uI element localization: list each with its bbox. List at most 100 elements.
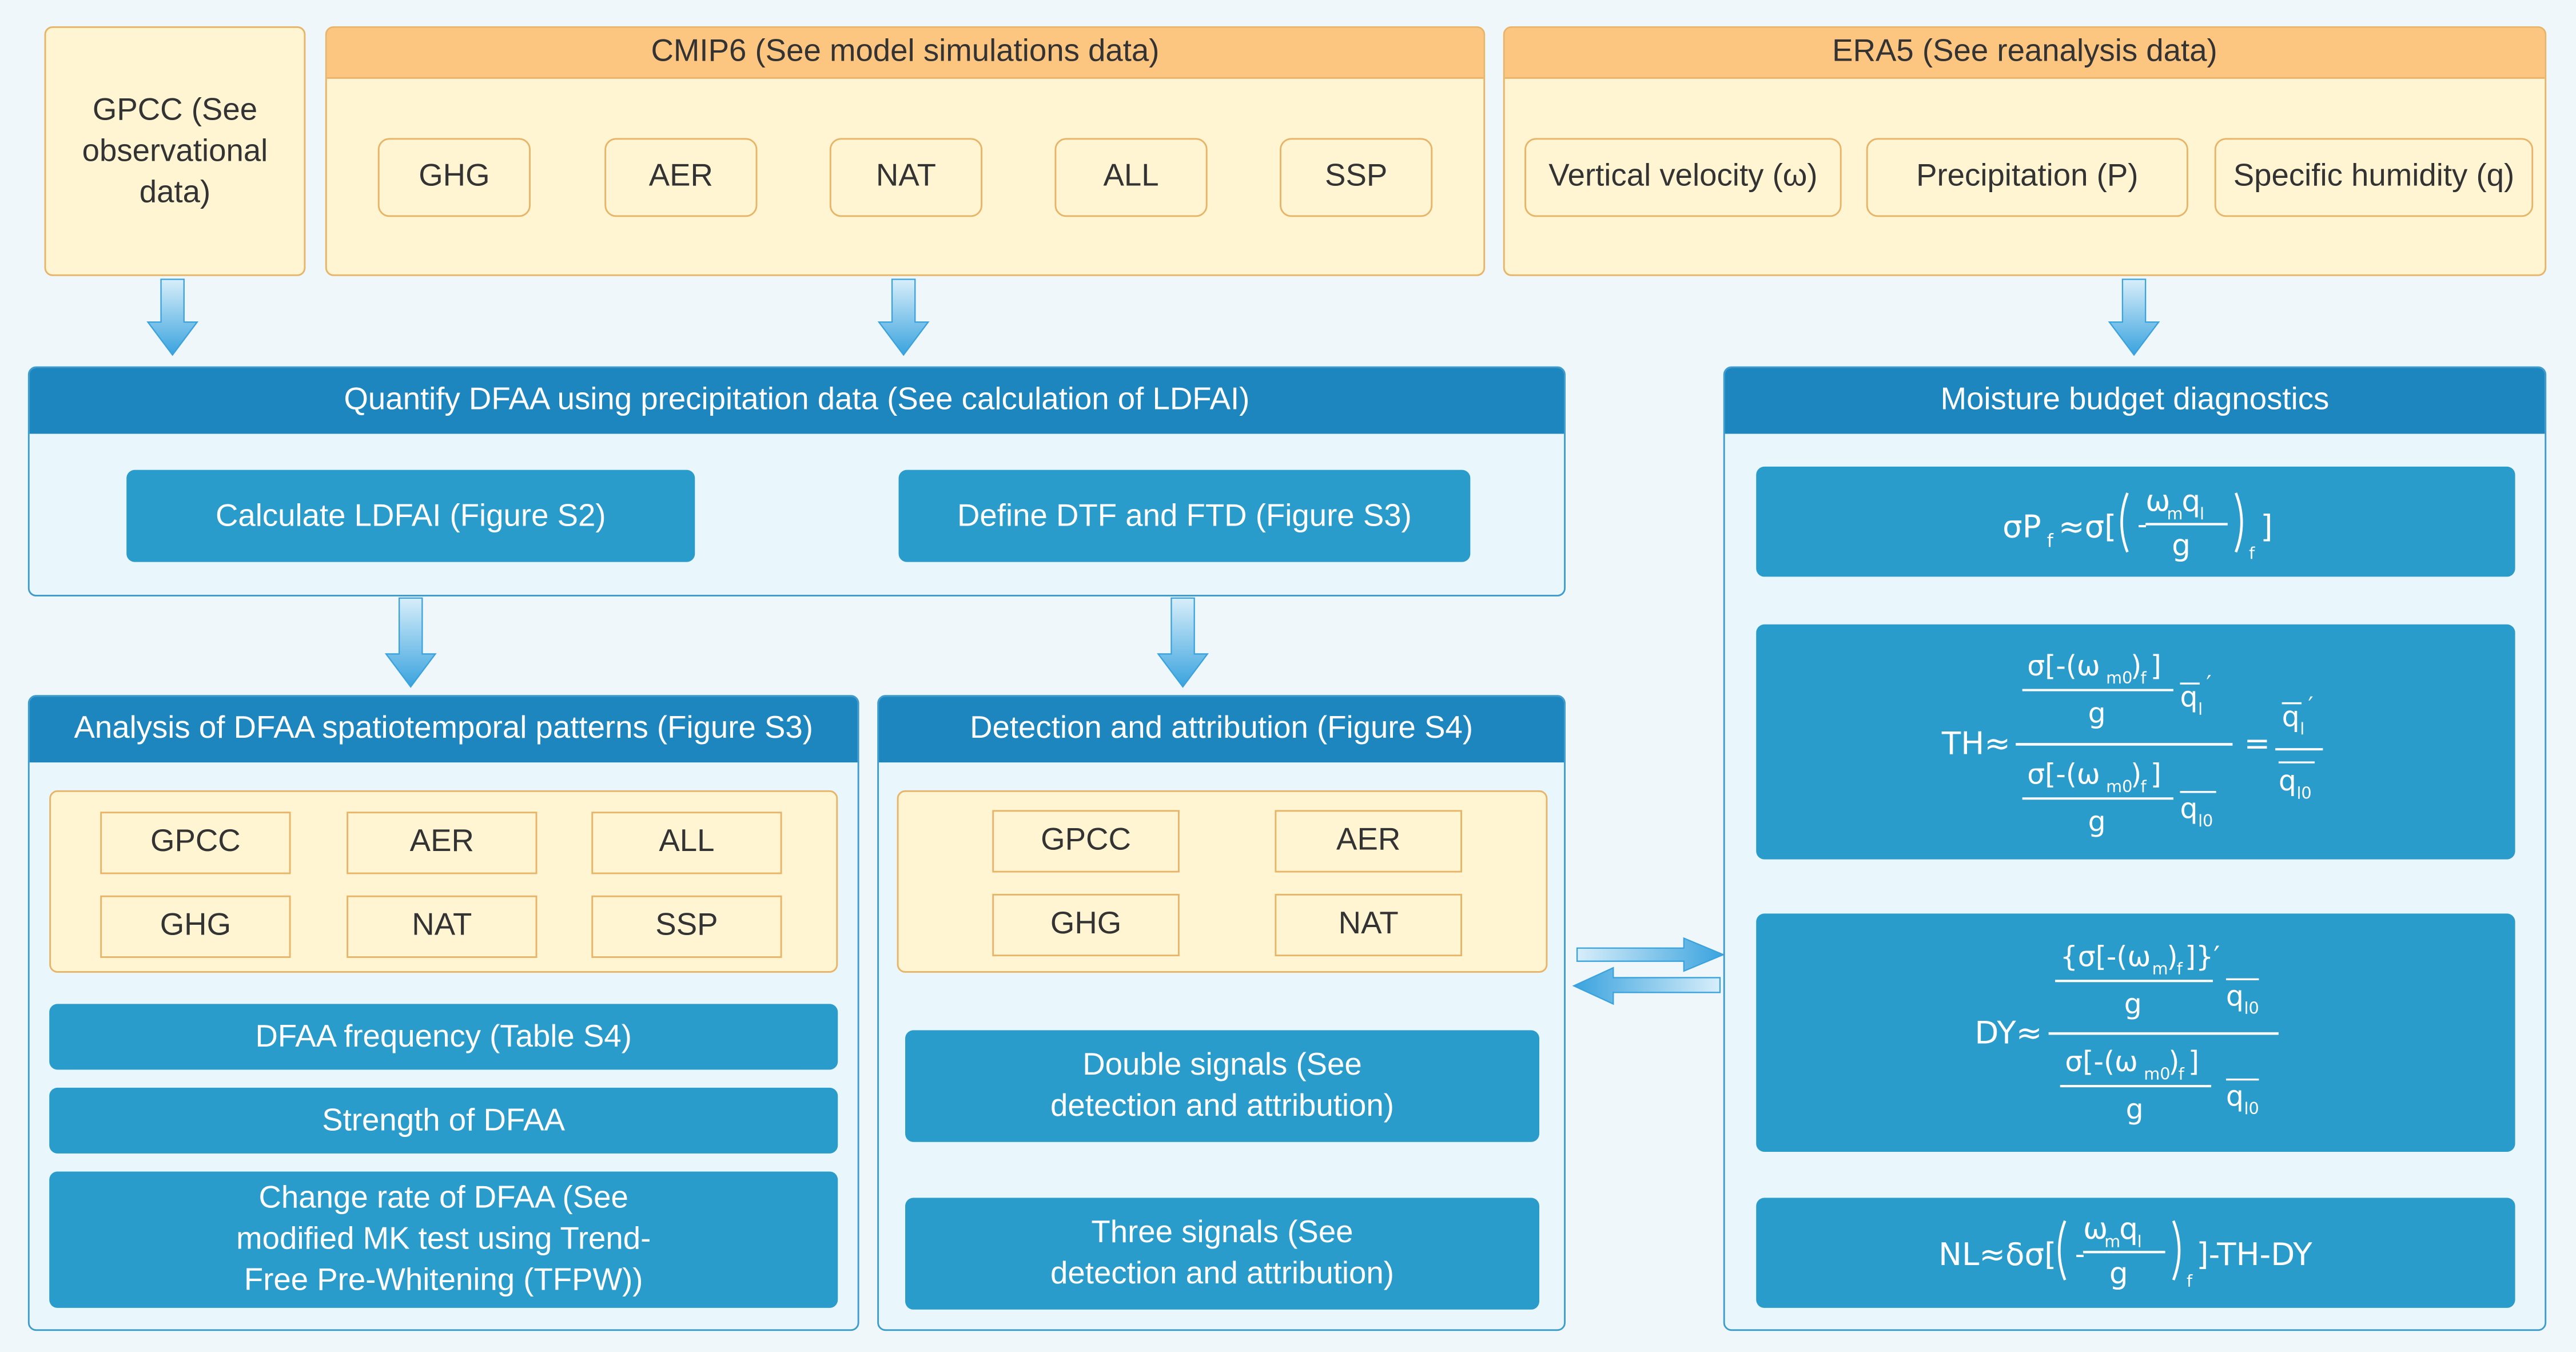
moisture-panel: Moisture budget diagnostics σP f ≈σ[ - ω… — [1723, 366, 2547, 1331]
svg-text:DY≈: DY≈ — [1974, 1014, 2042, 1051]
arrow-era5-down — [2108, 279, 2160, 356]
detection-grid-aer: AER — [1275, 810, 1462, 873]
detection-panel: Detection and attribution (Figure S4) GP… — [877, 695, 1566, 1331]
svg-text:q: q — [2226, 980, 2244, 1012]
quantify-title: Quantify DFAA using precipitation data (… — [29, 368, 1564, 434]
detection-grid-ghg: GHG — [992, 893, 1180, 957]
svg-text:]-TH-DY: ]-TH-DY — [2196, 1236, 2312, 1273]
svg-text:): ) — [2167, 940, 2177, 973]
svg-text:q: q — [2226, 1080, 2244, 1113]
svg-text:ω: ω — [2083, 1212, 2108, 1246]
svg-text:q: q — [2180, 793, 2197, 825]
svg-text:f: f — [2249, 543, 2255, 563]
svg-text:m0: m0 — [2144, 1064, 2170, 1084]
svg-text:l: l — [2198, 699, 2203, 719]
svg-text:f: f — [2047, 531, 2054, 552]
svg-text:m: m — [2167, 504, 2183, 523]
svg-text:): ) — [2131, 650, 2141, 682]
detection-title: Detection and attribution (Figure S4) — [879, 697, 1564, 763]
cmip6-item-all: ALL — [1054, 138, 1208, 217]
svg-text:g: g — [2088, 697, 2106, 730]
svg-text:=: = — [2244, 725, 2271, 762]
analysis-panel: Analysis of DFAA spatiotemporal patterns… — [27, 695, 859, 1331]
cmip6-item-ssp: SSP — [1280, 138, 1433, 217]
detection-grid-gpcc: GPCC — [992, 810, 1180, 873]
era5-source-box: ERA5 (See reanalysis data) Vertical velo… — [1503, 26, 2547, 276]
svg-text:f: f — [2179, 1064, 2185, 1084]
era5-item-vertical-velocity: Vertical velocity (ω) — [1524, 138, 1842, 217]
svg-text:l: l — [2300, 719, 2304, 738]
arrow-to-moisture — [1576, 937, 1725, 972]
analysis-grid-all: ALL — [591, 812, 782, 874]
svg-text:σ[-(ω: σ[-(ω — [2027, 650, 2100, 682]
svg-text:q: q — [2119, 1212, 2138, 1246]
svg-text:q: q — [2181, 484, 2200, 519]
svg-text:q: q — [2282, 701, 2300, 733]
svg-text:f: f — [2177, 959, 2183, 979]
svg-text:]: ] — [2188, 1045, 2199, 1078]
quantify-panel: Quantify DFAA using precipitation data (… — [27, 366, 1566, 597]
svg-text:′: ′ — [2206, 671, 2211, 698]
analysis-dataset-grid: GPCC AER ALL GHG NAT SSP — [49, 790, 838, 973]
era5-item-precipitation: Precipitation (P) — [1866, 138, 2188, 217]
svg-text:-: - — [2137, 508, 2148, 541]
arrow-to-detection — [1157, 597, 1209, 688]
svg-text:l0: l0 — [2198, 811, 2213, 830]
analysis-grid-nat: NAT — [347, 895, 538, 958]
svg-text:]: ] — [2260, 508, 2272, 544]
svg-text:q: q — [2279, 765, 2296, 797]
svg-text:f: f — [2141, 668, 2147, 687]
detection-dataset-grid: GPCC AER GHG NAT — [897, 790, 1548, 973]
svg-text:m: m — [2104, 1232, 2120, 1251]
svg-text:g: g — [2124, 988, 2142, 1021]
cmip6-title: CMIP6 (See model simulations data) — [327, 27, 1484, 79]
svg-text:m0: m0 — [2106, 668, 2132, 687]
dfaa-frequency-box: DFAA frequency (Table S4) — [49, 1004, 838, 1070]
svg-text:{σ[-(ω: {σ[-(ω — [2060, 940, 2151, 973]
arrow-from-moisture — [1572, 967, 1721, 1005]
analysis-grid-gpcc: GPCC — [100, 812, 291, 874]
gpcc-source-box: GPCC (See observational data) — [44, 26, 306, 276]
cmip6-item-nat: NAT — [829, 138, 983, 217]
svg-text:]}′: ]}′ — [2185, 940, 2220, 973]
svg-text:): ) — [2131, 758, 2141, 790]
svg-text:g: g — [2088, 806, 2106, 838]
cmip6-source-box: CMIP6 (See model simulations data) GHG A… — [325, 26, 1486, 276]
detection-grid-nat: NAT — [1275, 893, 1462, 957]
analysis-title: Analysis of DFAA spatiotemporal patterns… — [29, 697, 858, 763]
equation-4-render: NL≈δσ[ - ωm ql g f ]-TH-DY — [1938, 1212, 2312, 1291]
dfaa-change-rate-box: Change rate of DFAA (See modified MK tes… — [49, 1171, 838, 1308]
svg-text:′: ′ — [2308, 693, 2314, 719]
arrow-to-analysis — [384, 597, 437, 688]
svg-text:g: g — [2172, 528, 2191, 563]
svg-text:l0: l0 — [2296, 783, 2311, 802]
svg-text:σ[-(ω: σ[-(ω — [2027, 758, 2100, 790]
svg-text:l: l — [2137, 1232, 2142, 1251]
era5-item-specific-humidity: Specific humidity (q) — [2214, 138, 2534, 217]
svg-text:NL≈δσ[: NL≈δσ[ — [1938, 1236, 2056, 1273]
analysis-grid-aer: AER — [347, 812, 538, 874]
svg-text:≈σ[: ≈σ[ — [2059, 508, 2117, 544]
analysis-grid-ghg: GHG — [100, 895, 291, 958]
svg-text:σP: σP — [2002, 508, 2041, 544]
analysis-grid-ssp: SSP — [591, 895, 782, 958]
calculate-ldfai-box: Calculate LDFAI (Figure S2) — [126, 470, 695, 562]
svg-text:): ) — [2168, 1045, 2179, 1078]
arrow-cmip6-down — [877, 279, 930, 356]
cmip6-item-ghg: GHG — [377, 138, 531, 217]
svg-text:-: - — [2075, 1238, 2085, 1270]
svg-text:g: g — [2109, 1256, 2128, 1291]
double-signals-box: Double signals (See detection and attrib… — [905, 1030, 1540, 1142]
gpcc-source-label: GPCC (See observational data) — [82, 93, 268, 210]
svg-text:f: f — [2187, 1271, 2193, 1291]
svg-text:]: ] — [2151, 758, 2161, 790]
svg-text:]: ] — [2151, 650, 2161, 682]
three-signals-box: Three signals (See detection and attribu… — [905, 1198, 1540, 1310]
svg-text:g: g — [2126, 1093, 2144, 1126]
svg-text:f: f — [2141, 777, 2147, 796]
svg-text:q: q — [2180, 681, 2197, 713]
